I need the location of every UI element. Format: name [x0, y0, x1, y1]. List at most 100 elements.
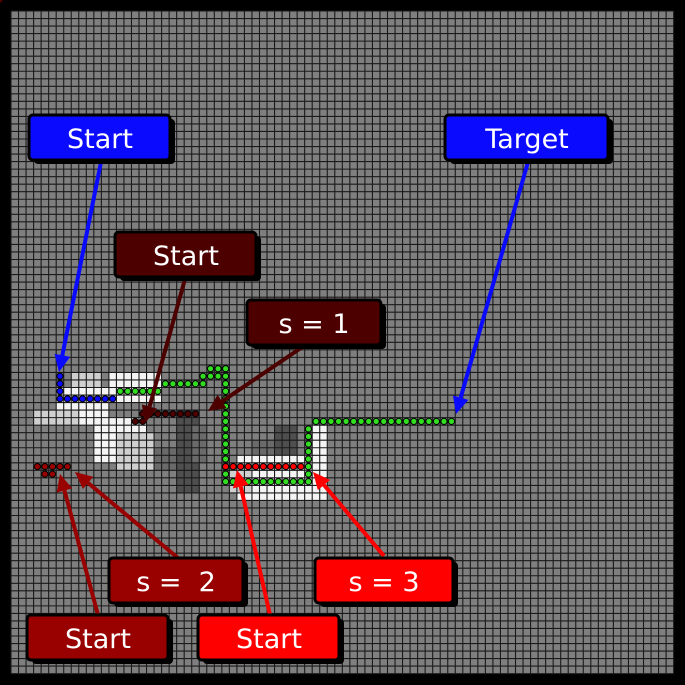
blue-target-label: Target — [443, 113, 613, 164]
red-path-dot — [282, 462, 290, 471]
green-path-dot — [304, 462, 313, 471]
s2-text: s = 2 — [136, 567, 216, 598]
green-path-dot — [214, 365, 222, 373]
blue-target-arrow-shaft — [458, 161, 530, 399]
darkred-path-dot — [161, 410, 169, 418]
green-path-dot — [222, 455, 230, 463]
blue-target-arrow-head — [452, 395, 469, 414]
green-path-dot — [222, 447, 230, 456]
red-start-arrow-head — [232, 470, 249, 489]
darkred-path-dot — [184, 410, 192, 418]
green-path-dot — [206, 365, 215, 373]
maroon-path-dot — [41, 470, 49, 478]
blue-target-box — [443, 113, 610, 162]
darkred-path-dot — [131, 417, 139, 425]
s3-label: s = 3 — [313, 556, 458, 607]
maroon-start-text: Start — [65, 624, 131, 655]
blue-path-dot — [93, 395, 102, 403]
green-path-dot — [440, 417, 448, 425]
green-path-dot — [222, 432, 230, 441]
blue-path-dot — [71, 395, 79, 403]
green-path-dot — [267, 478, 275, 486]
s3-arrow-shaft — [322, 483, 386, 558]
green-path-dot — [304, 432, 313, 441]
s1-label: s = 1 — [245, 298, 386, 349]
green-path-dot — [447, 417, 456, 425]
maroon-path-dot — [48, 462, 57, 471]
green-path-dot — [222, 425, 230, 433]
green-path-dot — [252, 478, 260, 486]
red-path-dot — [252, 462, 260, 471]
s1-text: s = 1 — [278, 309, 349, 340]
blue-path-dot — [109, 395, 117, 403]
green-path-dot — [395, 417, 403, 425]
blue-target-text: Target — [484, 124, 569, 155]
green-path-dot — [350, 417, 358, 425]
s3-text: s = 3 — [348, 567, 419, 598]
green-path-dot — [417, 417, 425, 425]
green-path-dot — [206, 372, 215, 380]
green-path-dot — [380, 417, 388, 425]
darkred-start-arrow-head — [141, 404, 158, 423]
green-path-dot — [176, 380, 185, 388]
maroon-start-label: Start — [25, 613, 173, 664]
red-start-box — [196, 613, 341, 662]
green-path-dot — [304, 478, 313, 486]
darkred-path-dot — [154, 410, 162, 418]
blue-path-dot — [56, 387, 64, 395]
green-path-dot — [124, 387, 132, 395]
green-path-dot — [304, 447, 313, 456]
green-path-dot — [312, 417, 320, 425]
green-path-dot — [259, 478, 267, 486]
red-path-dot — [297, 462, 305, 471]
s2-box — [107, 556, 245, 605]
green-path-dot — [304, 470, 313, 478]
darkred-start-arrow-shaft — [147, 278, 187, 408]
red-path-dot — [267, 462, 275, 471]
blue-path-dot — [78, 395, 87, 403]
green-path-dot — [327, 417, 335, 425]
red-path-dot — [274, 462, 282, 471]
green-path-dot — [334, 417, 343, 425]
green-path-dot — [304, 455, 313, 463]
green-path-dot — [372, 417, 380, 425]
green-path-dot — [410, 417, 418, 425]
darkred-path-dot — [176, 410, 185, 418]
green-path-dot — [222, 417, 230, 425]
red-path-dot — [289, 462, 297, 471]
green-path-dot — [222, 440, 230, 448]
green-path-dot — [131, 387, 139, 395]
red-start-text: Start — [236, 624, 302, 655]
green-path-dot — [222, 365, 230, 373]
maroon-path-dot — [56, 462, 64, 471]
green-path-dot — [297, 478, 305, 486]
blue-start-arrow-shaft — [60, 161, 103, 356]
green-path-dot — [199, 380, 207, 388]
darkred-start-text: Start — [153, 241, 219, 272]
green-path-dot — [402, 417, 410, 425]
blue-path-dot — [63, 395, 72, 403]
red-path-dot — [259, 462, 267, 471]
cell-region — [154, 447, 177, 471]
cell-region — [116, 432, 155, 471]
green-path-dot — [184, 380, 192, 388]
darkred-start-label: Start — [113, 230, 261, 281]
s2-arrow-shaft — [86, 481, 180, 560]
s3-box — [313, 556, 455, 605]
green-path-dot — [214, 372, 222, 380]
red-path-dot — [244, 462, 252, 471]
maroon-start-box — [25, 613, 170, 662]
s2-arrow-head — [75, 472, 94, 490]
green-path-dot — [304, 440, 313, 448]
blue-start-label: Start — [27, 113, 175, 164]
s1-arrow-head — [208, 394, 227, 411]
green-path-dot — [222, 387, 230, 395]
green-path-dot — [169, 380, 177, 388]
s3-arrow-head — [313, 472, 331, 491]
green-path-dot — [289, 478, 297, 486]
blue-start-text: Start — [67, 124, 133, 155]
darkred-start-box — [113, 230, 258, 279]
darkred-path-dot — [169, 410, 177, 418]
maroon-start-arrow-head — [56, 474, 73, 493]
